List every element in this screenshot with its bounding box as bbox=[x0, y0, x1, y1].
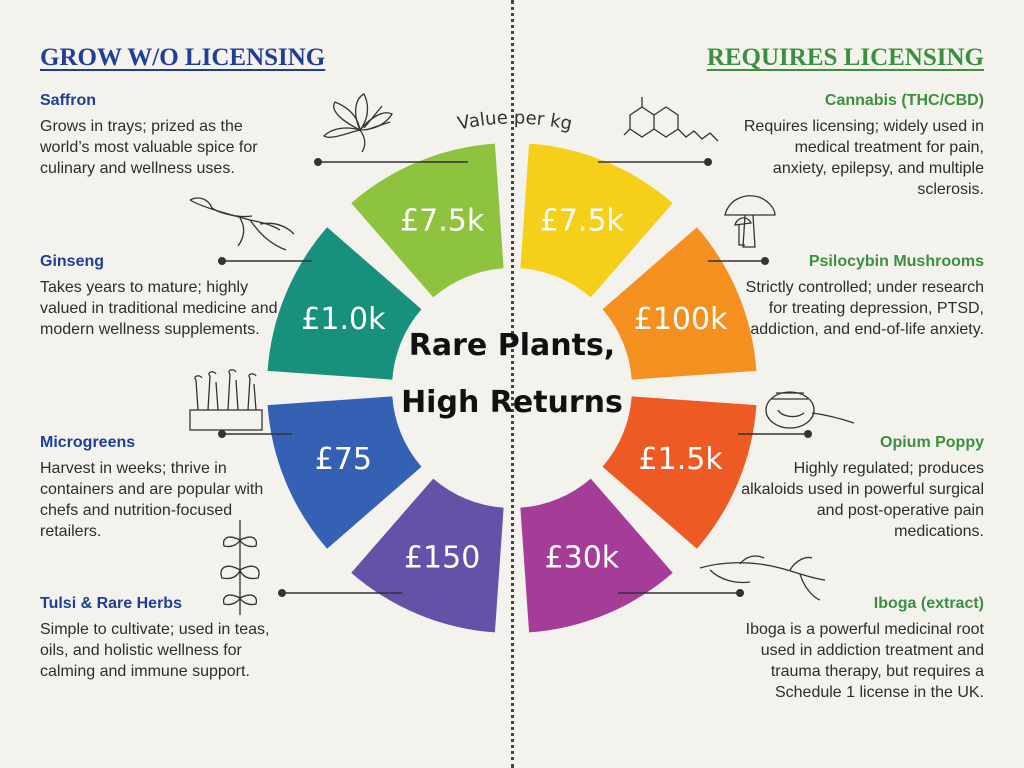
arc-label: Value per kg bbox=[456, 107, 574, 134]
item-name: Psilocybin Mushrooms bbox=[808, 253, 984, 270]
item-ginseng: Ginseng Takes years to mature; highly va… bbox=[40, 253, 285, 340]
connector-dot bbox=[804, 430, 812, 438]
connectors bbox=[218, 158, 812, 597]
center-divider bbox=[511, 0, 514, 768]
segment-value-label: £150 bbox=[404, 541, 480, 576]
segment-cannabis bbox=[520, 143, 673, 298]
saffron-flower-icon bbox=[322, 93, 393, 153]
herb-sprig-icon bbox=[220, 520, 260, 615]
segment-value-label: £7.5k bbox=[540, 203, 625, 238]
wheel-segments: £7.5k £7.5k £100k £1.5k £30k £150 £75 £1.0k bbox=[267, 143, 757, 633]
item-tulsi: Tulsi & Rare Herbs Simple to cultivate; … bbox=[40, 595, 285, 682]
segment-saffron bbox=[351, 143, 504, 298]
item-psilocybin: Psilocybin Mushrooms Strictly controlled… bbox=[739, 253, 984, 340]
right-heading: REQUIRES LICENSING bbox=[706, 44, 984, 71]
item-description: Simple to cultivate; used in teas, oils,… bbox=[40, 621, 270, 680]
center-title-line2: High Returns bbox=[401, 385, 623, 420]
center-title-line1: Rare Plants, bbox=[409, 328, 615, 363]
item-name: Saffron bbox=[40, 92, 96, 109]
segment-value-label: £1.5k bbox=[639, 442, 724, 477]
item-name: Ginseng bbox=[40, 253, 105, 270]
connector-dot bbox=[736, 589, 744, 597]
left-heading: GROW W/O LICENSING bbox=[40, 44, 326, 71]
item-description: Highly regulated; produces alkaloids use… bbox=[741, 460, 984, 540]
connector-dot bbox=[761, 257, 769, 265]
poppy-pod-icon bbox=[765, 391, 855, 429]
segment-ginseng bbox=[267, 227, 422, 380]
connector-dot bbox=[278, 589, 286, 597]
item-description: Harvest in weeks; thrive in containers a… bbox=[40, 460, 264, 540]
connector-dot bbox=[314, 158, 322, 166]
connector-dot bbox=[704, 158, 712, 166]
item-saffron: Saffron Grows in trays; prized as the wo… bbox=[40, 92, 285, 179]
item-iboga: Iboga (extract) Iboga is a powerful medi… bbox=[739, 595, 984, 703]
thc-molecule-icon bbox=[623, 97, 719, 142]
segment-psilocybin bbox=[602, 227, 757, 380]
segment-value-label: £30k bbox=[545, 541, 620, 576]
iboga-root-icon bbox=[699, 555, 826, 601]
connector-dot bbox=[218, 257, 226, 265]
segment-value-label: £1.0k bbox=[301, 302, 386, 337]
segment-value-label: £75 bbox=[315, 442, 372, 477]
item-name: Microgreens bbox=[40, 434, 136, 451]
segment-microgreens bbox=[267, 396, 422, 549]
item-description: Strictly controlled; under research for … bbox=[745, 279, 984, 338]
segment-value-label: £100k bbox=[634, 302, 728, 337]
item-description: Grows in trays; prized as the world’s mo… bbox=[40, 118, 258, 177]
item-name: Tulsi & Rare Herbs bbox=[40, 595, 182, 612]
item-microgreens: Microgreens Harvest in weeks; thrive in … bbox=[40, 434, 285, 542]
item-name: Cannabis (THC/CBD) bbox=[824, 92, 984, 109]
segment-value-label: £7.5k bbox=[400, 203, 485, 238]
item-name: Iboga (extract) bbox=[873, 595, 984, 612]
microgreens-tray-icon bbox=[189, 369, 263, 431]
item-cannabis: Cannabis (THC/CBD) Requires licensing; w… bbox=[739, 92, 984, 200]
segment-opium bbox=[602, 396, 757, 549]
item-description: Requires licensing; widely used in medic… bbox=[743, 118, 984, 198]
item-name: Opium Poppy bbox=[880, 434, 984, 451]
item-description: Takes years to mature; highly valued in … bbox=[40, 279, 278, 338]
ginseng-root-icon bbox=[189, 197, 295, 251]
item-description: Iboga is a powerful medicinal root used … bbox=[745, 621, 984, 701]
mushroom-icon bbox=[724, 195, 776, 248]
item-opium-poppy: Opium Poppy Highly regulated; produces a… bbox=[739, 434, 984, 542]
segment-tulsi bbox=[351, 478, 504, 633]
segment-iboga bbox=[520, 478, 673, 633]
connector-dot bbox=[218, 430, 226, 438]
